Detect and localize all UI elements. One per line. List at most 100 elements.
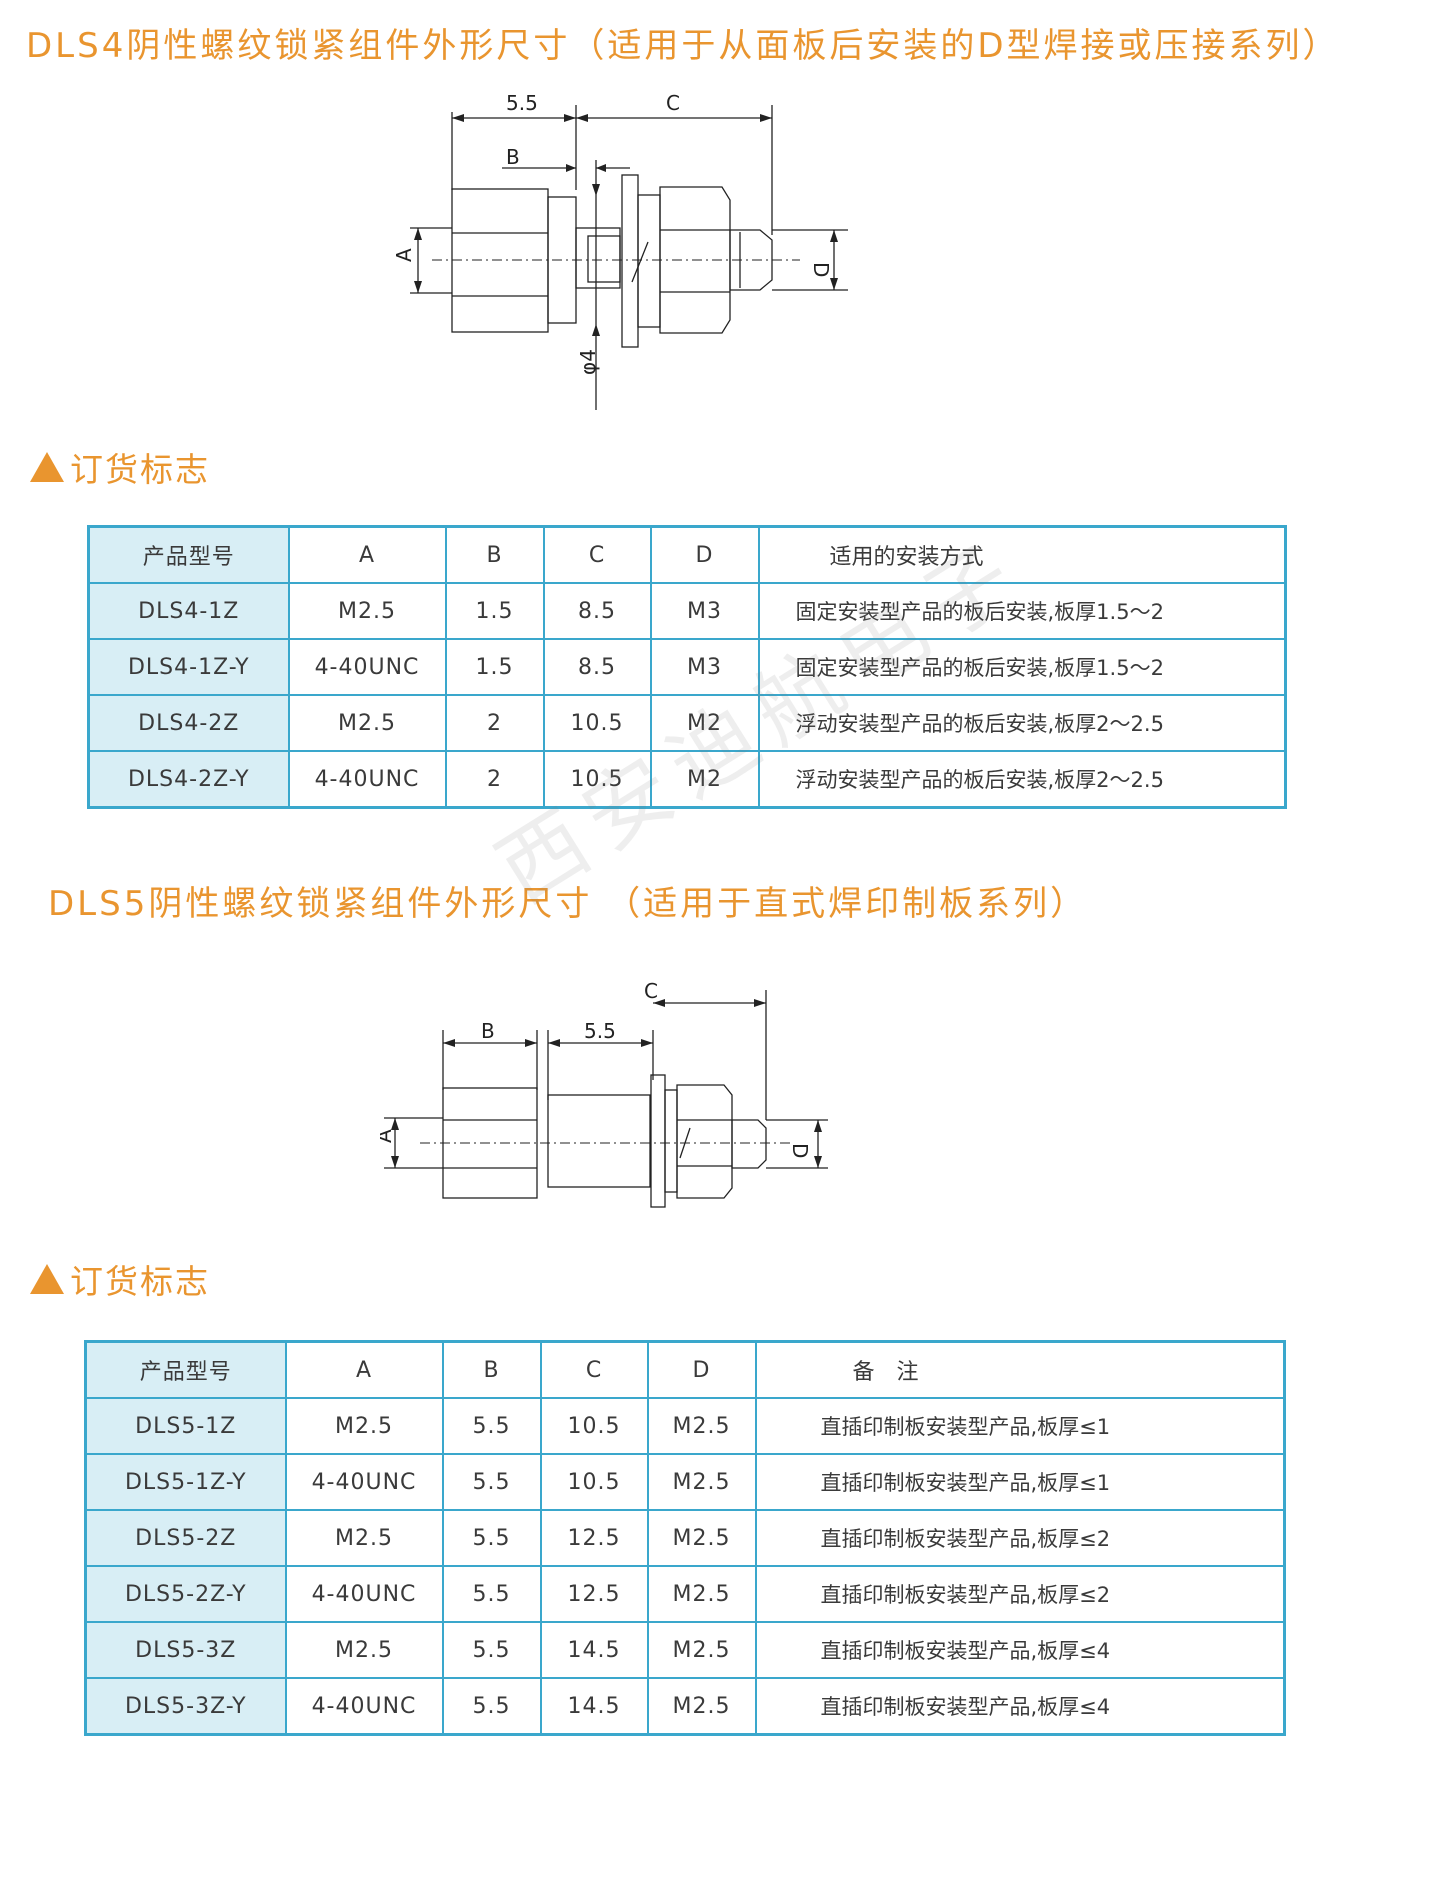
dls5-order-table: 产品型号 A B C D 备 注 DLS5-1Z M2.5 5.5 10.5 M…: [84, 1340, 1286, 1736]
model-cell: DLS5-1Z-Y: [84, 1453, 287, 1511]
section2-order-heading: 订货标志: [30, 1255, 210, 1303]
table-cell: M2.5: [646, 1565, 757, 1623]
dim-c-label: C: [666, 91, 680, 115]
table-row: DLS4-2Z M2.5 2 10.5 M2 浮动安装型产品的板后安装,板厚2～…: [87, 694, 1287, 752]
table-cell: 14.5: [539, 1677, 649, 1736]
table-cell: M2.5: [646, 1621, 757, 1679]
dls4-drawing: 5.5 C B A D φ4: [392, 91, 848, 410]
note-cell: 直插印制板安装型产品,板厚≤1: [754, 1453, 1286, 1511]
dim-55-label: 5.5: [506, 91, 538, 115]
table-cell: 4-40UNC: [287, 750, 447, 809]
table-cell: 4-40UNC: [284, 1565, 444, 1623]
table-cell: 8.5: [542, 638, 652, 696]
dim-c-label: C: [644, 979, 658, 1003]
table-cell: 5.5: [441, 1565, 542, 1623]
triangle-icon: [30, 1264, 64, 1294]
table-cell: 14.5: [539, 1621, 649, 1679]
table-cell: M2: [649, 750, 760, 809]
table-cell: M2.5: [284, 1397, 444, 1455]
dim-a-label: A: [380, 1129, 396, 1143]
table-cell: 4-40UNC: [287, 638, 447, 696]
table-cell: M2: [649, 694, 760, 752]
dim-d-label: D: [809, 262, 833, 277]
dim-55-label: 5.5: [584, 1019, 616, 1043]
header-cell: 产品型号: [87, 525, 290, 584]
table-cell: M2.5: [646, 1453, 757, 1511]
note-cell: 直插印制板安装型产品,板厚≤4: [754, 1677, 1286, 1736]
dls5-drawing: B 5.5 C A D: [380, 979, 828, 1208]
note-cell: 直插印制板安装型产品,板厚≤1: [754, 1397, 1286, 1455]
table-cell: 2: [444, 750, 545, 809]
note-cell: 直插印制板安装型产品,板厚≤4: [754, 1621, 1286, 1679]
table-cell: 12.5: [539, 1565, 649, 1623]
table-cell: 10.5: [542, 750, 652, 809]
table-cell: 5.5: [441, 1621, 542, 1679]
table-cell: 5.5: [441, 1397, 542, 1455]
header-cell: 备 注: [754, 1340, 1286, 1399]
note-cell: 直插印制板安装型产品,板厚≤2: [754, 1509, 1286, 1567]
model-cell: DLS5-2Z-Y: [84, 1565, 287, 1623]
table-row: DLS4-1Z-Y 4-40UNC 1.5 8.5 M3 固定安装型产品的板后安…: [87, 638, 1287, 696]
dim-a-label: A: [392, 248, 416, 262]
model-cell: DLS4-2Z: [87, 694, 290, 752]
header-cell: A: [287, 525, 447, 584]
table-row: DLS5-2Z-Y 4-40UNC 5.5 12.5 M2.5 直插印制板安装型…: [84, 1565, 1286, 1623]
table-cell: 2: [444, 694, 545, 752]
table-cell: M2.5: [284, 1621, 444, 1679]
table-row: DLS5-1Z M2.5 5.5 10.5 M2.5 直插印制板安装型产品,板厚…: [84, 1397, 1286, 1455]
table-cell: 12.5: [539, 1509, 649, 1567]
table-row: DLS5-2Z M2.5 5.5 12.5 M2.5 直插印制板安装型产品,板厚…: [84, 1509, 1286, 1567]
table-header-row: 产品型号 A B C D 备 注: [84, 1340, 1286, 1399]
table-cell: 10.5: [539, 1453, 649, 1511]
model-cell: DLS5-2Z: [84, 1509, 287, 1567]
triangle-icon: [30, 452, 64, 482]
table-cell: 1.5: [444, 582, 545, 640]
table-cell: 5.5: [441, 1453, 542, 1511]
model-cell: DLS5-3Z: [84, 1621, 287, 1679]
header-cell: 适用的安装方式: [757, 525, 1287, 584]
table-cell: 10.5: [542, 694, 652, 752]
table-cell: 5.5: [441, 1677, 542, 1736]
table-cell: 10.5: [539, 1397, 649, 1455]
order-heading-text: 订货标志: [70, 450, 210, 489]
table-row: DLS4-2Z-Y 4-40UNC 2 10.5 M2 浮动安装型产品的板后安装…: [87, 750, 1287, 809]
header-cell: B: [444, 525, 545, 584]
section1-title: DLS4阴性螺纹锁紧组件外形尺寸（适用于从面板后安装的D型焊接或压接系列）: [26, 26, 1340, 66]
note-cell: 固定安装型产品的板后安装,板厚1.5～2: [757, 638, 1287, 696]
table-cell: M2.5: [284, 1509, 444, 1567]
table-cell: 4-40UNC: [284, 1677, 444, 1736]
model-cell: DLS4-1Z-Y: [87, 638, 290, 696]
header-cell: D: [646, 1340, 757, 1399]
table-cell: 5.5: [441, 1509, 542, 1567]
table-cell: M2.5: [646, 1677, 757, 1736]
table-cell: M2.5: [646, 1397, 757, 1455]
table-cell: M2.5: [287, 582, 447, 640]
table-cell: 1.5: [444, 638, 545, 696]
section1-order-heading: 订货标志: [30, 443, 210, 491]
table-row: DLS4-1Z M2.5 1.5 8.5 M3 固定安装型产品的板后安装,板厚1…: [87, 582, 1287, 640]
dim-phi-label: φ4: [576, 349, 600, 375]
table-cell: M2.5: [287, 694, 447, 752]
table-cell: M3: [649, 638, 760, 696]
note-cell: 直插印制板安装型产品,板厚≤2: [754, 1565, 1286, 1623]
header-cell: A: [284, 1340, 444, 1399]
model-cell: DLS5-3Z-Y: [84, 1677, 287, 1736]
table-cell: 4-40UNC: [284, 1453, 444, 1511]
table-cell: M2.5: [646, 1509, 757, 1567]
note-cell: 浮动安装型产品的板后安装,板厚2～2.5: [757, 694, 1287, 752]
note-cell: 浮动安装型产品的板后安装,板厚2～2.5: [757, 750, 1287, 809]
model-cell: DLS4-2Z-Y: [87, 750, 290, 809]
header-cell: B: [441, 1340, 542, 1399]
header-cell: 产品型号: [84, 1340, 287, 1399]
model-cell: DLS4-1Z: [87, 582, 290, 640]
header-cell: D: [649, 525, 760, 584]
dim-d-label: D: [788, 1143, 812, 1158]
table-row: DLS5-1Z-Y 4-40UNC 5.5 10.5 M2.5 直插印制板安装型…: [84, 1453, 1286, 1511]
dls4-order-table: 产品型号 A B C D 适用的安装方式 DLS4-1Z M2.5 1.5 8.…: [87, 525, 1287, 809]
dim-b-label: B: [506, 145, 520, 169]
section2-title: DLS5阴性螺纹锁紧组件外形尺寸 （适用于直式焊印制板系列）: [48, 884, 1088, 924]
table-cell: M3: [649, 582, 760, 640]
table-header-row: 产品型号 A B C D 适用的安装方式: [87, 525, 1287, 584]
header-cell: C: [539, 1340, 649, 1399]
table-row: DLS5-3Z-Y 4-40UNC 5.5 14.5 M2.5 直插印制板安装型…: [84, 1677, 1286, 1736]
